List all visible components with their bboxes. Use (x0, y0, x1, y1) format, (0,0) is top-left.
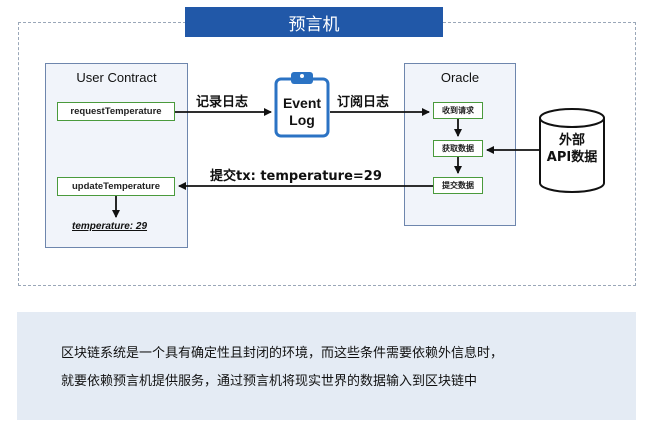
event-log-label: Event Log (282, 95, 322, 128)
external-api-label: 外部 API数据 (546, 133, 598, 165)
subscribe-log-label: 订阅日志 (337, 95, 390, 110)
oracle-step-fetch: 获取数据 (433, 140, 483, 157)
oracle-title: Oracle (440, 70, 480, 85)
database-icon (539, 108, 605, 193)
user-contract-title: User Contract (76, 70, 157, 85)
title-text: 预言机 (288, 14, 340, 35)
description-line-2: 就要依赖预言机提供服务，通过预言机将现实世界的数据输入到区块链中 (61, 374, 478, 389)
record-log-label: 记录日志 (196, 95, 249, 110)
request-temperature-box: requestTemperature (57, 102, 175, 121)
update-temperature-box: updateTemperature (57, 177, 175, 196)
title-banner: 预言机 (185, 7, 443, 37)
oracle-step-receive: 收到请求 (433, 102, 483, 119)
description-line-1: 区块链系统是一个具有确定性且封闭的环境，而这些条件需要依赖外信息时， (61, 346, 504, 361)
description-box: 区块链系统是一个具有确定性且封闭的环境，而这些条件需要依赖外信息时， 就要依赖预… (17, 312, 636, 420)
oracle-step-submit: 提交数据 (433, 177, 483, 194)
submit-tx-label: 提交tx: temperature=29 (210, 169, 382, 184)
temperature-result: temperature: 29 (72, 221, 148, 232)
clipboard-icon (274, 72, 330, 138)
